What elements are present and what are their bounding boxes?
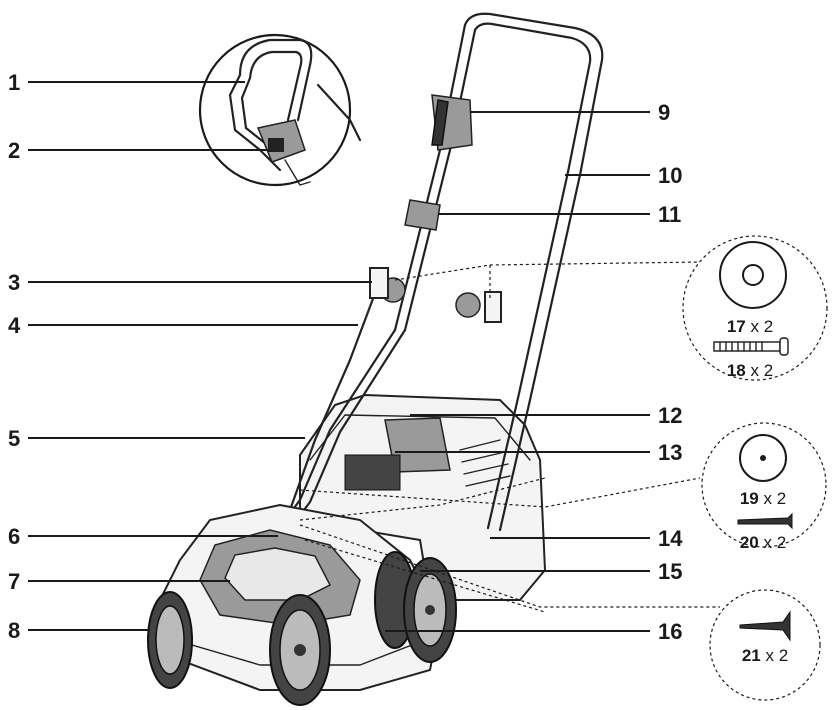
part-17-number: 17 (727, 317, 746, 336)
part-17-qty: x 2 (750, 317, 773, 336)
svg-text:21 x 2: 21 x 2 (742, 646, 788, 665)
wheel-rear-right (403, 557, 457, 663)
part-21-number: 21 (742, 646, 761, 665)
dashed-connectors (299, 261, 720, 613)
grass-box (299, 393, 547, 601)
callout-12: 12 (658, 403, 682, 428)
callout-2: 2 (8, 138, 20, 163)
motor-cover-top (224, 547, 332, 601)
callout-9: 9 (658, 100, 670, 125)
knob-right (455, 292, 481, 318)
grass-box-vents (459, 439, 511, 487)
wheel-front-left (147, 591, 193, 689)
inset-switch-button (268, 138, 284, 152)
callout-5: 5 (8, 426, 20, 451)
svg-text:17 x 2: 17 x 2 (727, 317, 773, 336)
handle-upper-left (393, 23, 467, 332)
part-20-qty: x 2 (763, 533, 786, 552)
callout-16: 16 (658, 619, 682, 644)
lower-tube (288, 278, 382, 512)
callout-8: 8 (8, 618, 20, 643)
part-19-number: 19 (740, 489, 759, 508)
switch-lever (431, 99, 449, 146)
part-21-qty: x 2 (765, 646, 788, 665)
clamp-left (369, 267, 389, 299)
callout-11: 11 (658, 202, 681, 227)
handle-top-bar (463, 12, 604, 177)
handle-top-bar-inner (473, 22, 592, 174)
callout-13: 13 (658, 440, 682, 465)
handle-right-inner (486, 170, 570, 530)
callout-1: 1 (8, 70, 20, 95)
callout-4: 4 (8, 313, 21, 338)
part-19-qty: x 2 (763, 489, 786, 508)
screw-short-icon (737, 512, 793, 530)
callout-6: 6 (8, 524, 20, 549)
callout-numbers: 1 2 3 4 5 6 7 8 9 10 11 12 13 14 15 16 (8, 70, 683, 644)
handle-detail-inset (198, 33, 362, 187)
svg-text:19 x 2: 19 x 2 (740, 489, 786, 508)
mower-illustration (147, 12, 604, 706)
part-group-19-20: 19 x 2 20 x 2 (701, 422, 827, 552)
part-18-qty: x 2 (750, 361, 773, 380)
svg-text:18 x 2: 18 x 2 (727, 361, 773, 380)
left-leaders (28, 81, 372, 631)
wheel-front-right (269, 594, 331, 706)
right-leaders (385, 111, 650, 632)
callout-10: 10 (658, 163, 682, 188)
svg-text:20 x 2: 20 x 2 (740, 533, 786, 552)
part-group-21: 21 x 2 (709, 589, 821, 701)
callout-14: 14 (658, 526, 683, 551)
handle-upper-left-2 (403, 28, 477, 332)
bolt-long-icon (713, 337, 789, 356)
callout-7: 7 (8, 569, 20, 594)
part-20-number: 20 (740, 533, 759, 552)
screw-long-icon (739, 610, 791, 642)
part-group-17-18: 17 x 2 18 x 2 (682, 235, 828, 381)
callout-3: 3 (8, 270, 20, 295)
handle-right (498, 173, 582, 532)
part-18-number: 18 (727, 361, 746, 380)
cable-clip (404, 199, 441, 231)
grass-box-window (344, 454, 401, 491)
callout-15: 15 (658, 559, 682, 584)
clamp-right (484, 291, 502, 323)
